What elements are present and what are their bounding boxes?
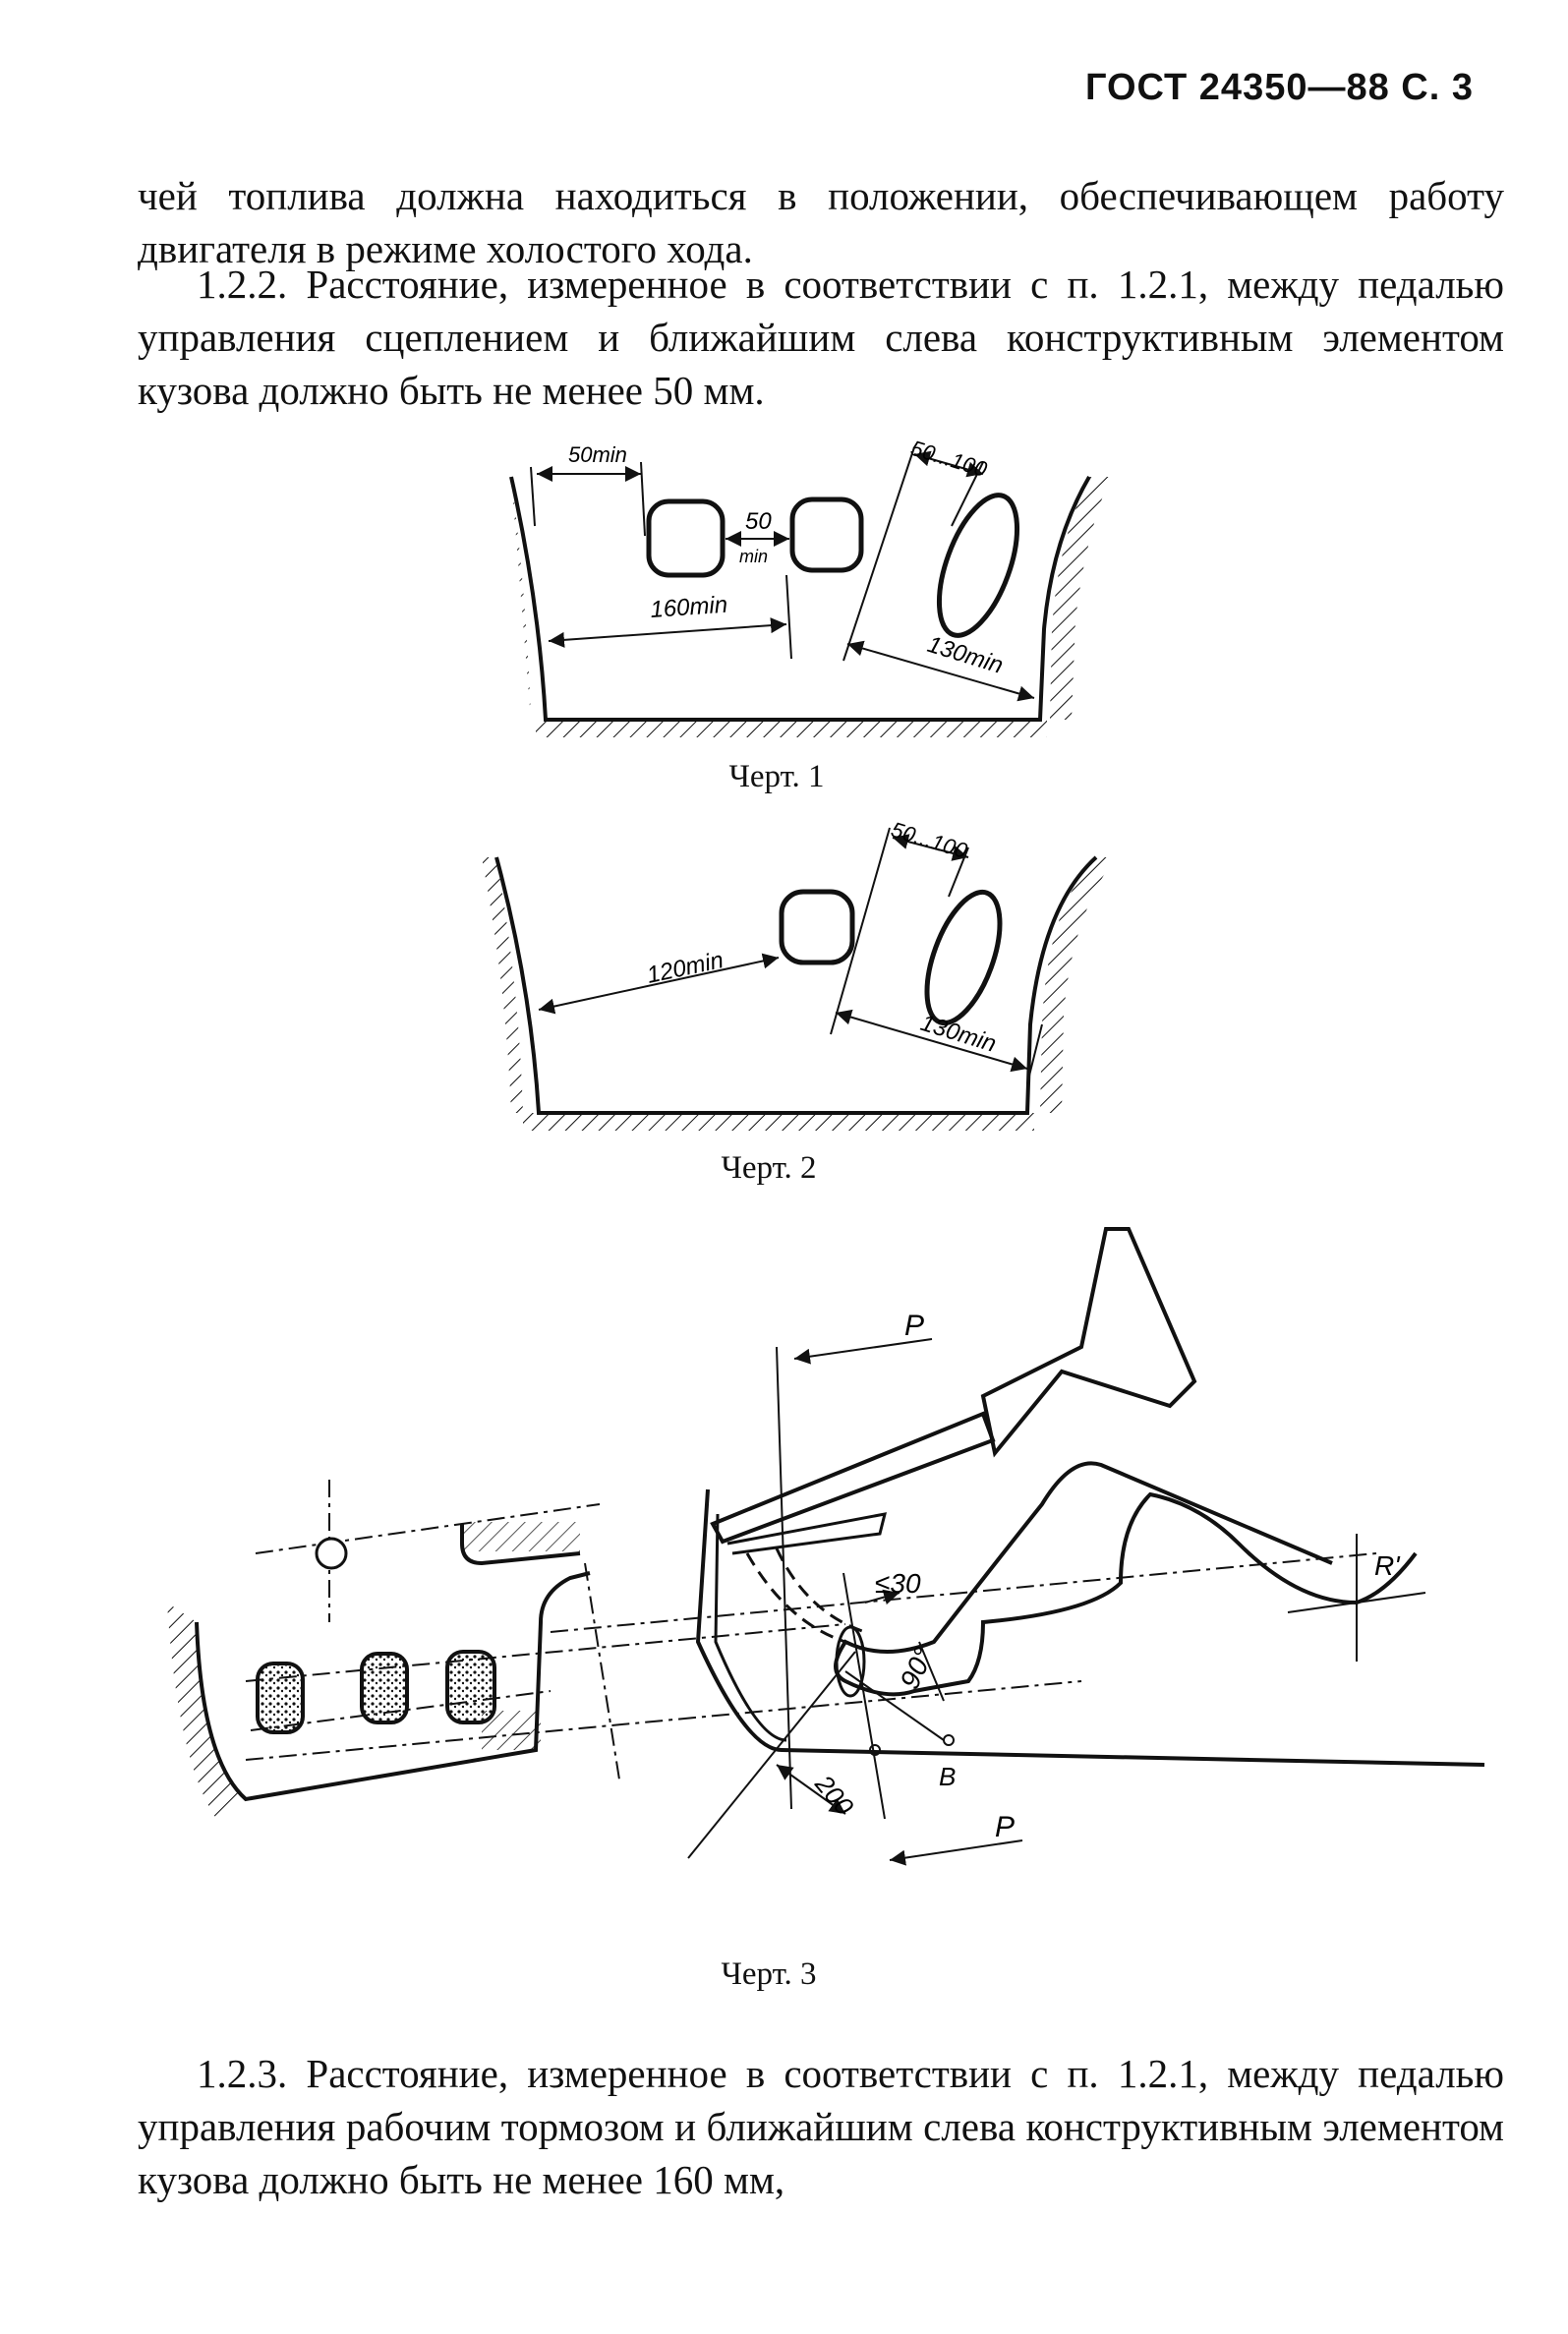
figure-1-pedal-layout: 50min 50 min 160min 130min 50...100 [509,436,1111,737]
point-r-label: R' [1374,1550,1401,1581]
pedal-1 [256,1662,305,1734]
body-outline [494,855,1098,1115]
figure-3-caption: Черт. 3 [721,1956,817,1992]
figure-3-driver-pedal-geometry: P P ≤30 90° 200 B R' [167,1227,1485,1866]
dim-accel: 130min [924,631,1006,679]
pedal-3 [445,1650,496,1724]
body-outline [509,475,1091,722]
force-label-bottom: P [995,1811,1015,1843]
dim-between-sub: min [739,547,768,566]
accelerator-pedal [936,493,1020,638]
brake-pedal [779,889,855,965]
figure-2-caption: Черт. 2 [721,1150,817,1186]
paragraph-continuation: чей топлива должна находиться в положени… [138,173,1504,271]
point-b-label: B [939,1762,956,1791]
hip-point [315,1537,348,1570]
dim-between: 50 [745,508,772,535]
paragraph-1-2-2: 1.2.2. Расстояние, измеренное в соответс… [138,262,1504,413]
force-label-top: P [904,1310,924,1342]
figure-2-pedal-layout: 120min 130min 50...100 [482,817,1116,1131]
dim-left-gap: 50min [568,442,627,467]
dim-to-brake: 160min [650,592,728,623]
foot-pedal [835,1625,866,1698]
driver-leg [834,1461,1418,1697]
running-title: ГОСТ 24350—88 С. 3 [1084,67,1474,108]
figure-1-caption: Черт. 1 [728,759,825,794]
body-floor [195,1571,591,1802]
steering-wheel [980,1227,1197,1458]
floor-hatching [536,720,1047,737]
dim-to-brake: 120min [645,947,726,989]
dim-accel-width: 50...100 [908,436,991,482]
brake-pedal [789,496,864,573]
dim-accel-width: 50...100 [889,817,971,863]
paragraph-1-2-3: 1.2.3. Расстояние, измеренное в соответс… [138,2051,1504,2202]
pedal-2 [360,1652,409,1724]
travel-label: ≤30 [875,1568,921,1599]
steering-column [710,1411,996,1545]
dist-label: 200 [809,1769,860,1822]
clutch-pedal [646,498,726,578]
